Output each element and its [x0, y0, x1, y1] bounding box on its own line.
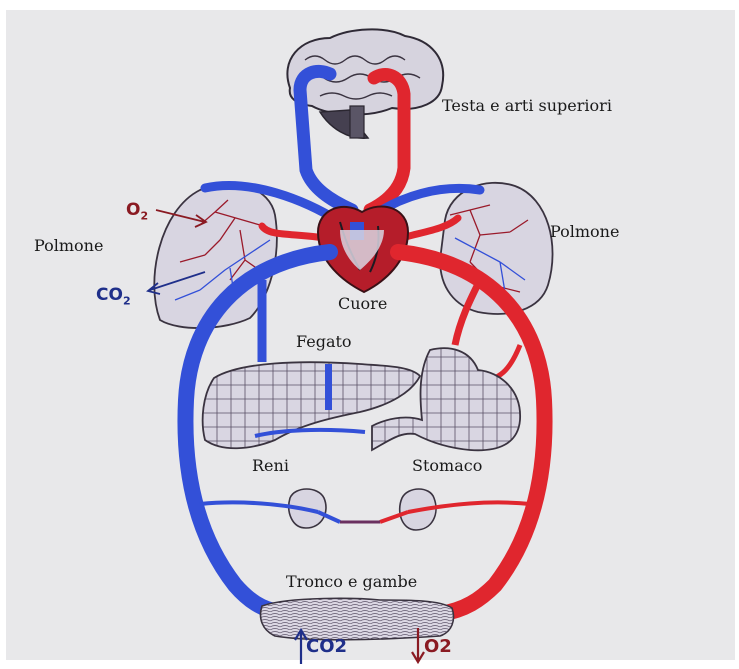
label-co2-bottom: CO2 [306, 636, 347, 657]
label-co2-lung: CO2 [96, 285, 131, 307]
trunk-capillaries [261, 598, 454, 639]
label-head: Testa e arti superiori [442, 96, 612, 115]
label-trunk: Tronco e gambe [286, 572, 417, 591]
brain-illustration [287, 29, 443, 138]
label-stomach: Stomaco [412, 456, 482, 475]
label-o2-lung: O2 [126, 200, 148, 222]
portal-vein [325, 364, 332, 410]
label-heart: Cuore [338, 294, 387, 313]
label-kidneys: Reni [252, 456, 289, 475]
label-o2-bottom: O2 [424, 636, 452, 657]
label-lung-right: Polmone [550, 222, 619, 241]
label-liver: Fegato [296, 332, 352, 351]
label-lung-left: Polmone [34, 236, 103, 255]
kidneys-illustration [200, 489, 530, 530]
